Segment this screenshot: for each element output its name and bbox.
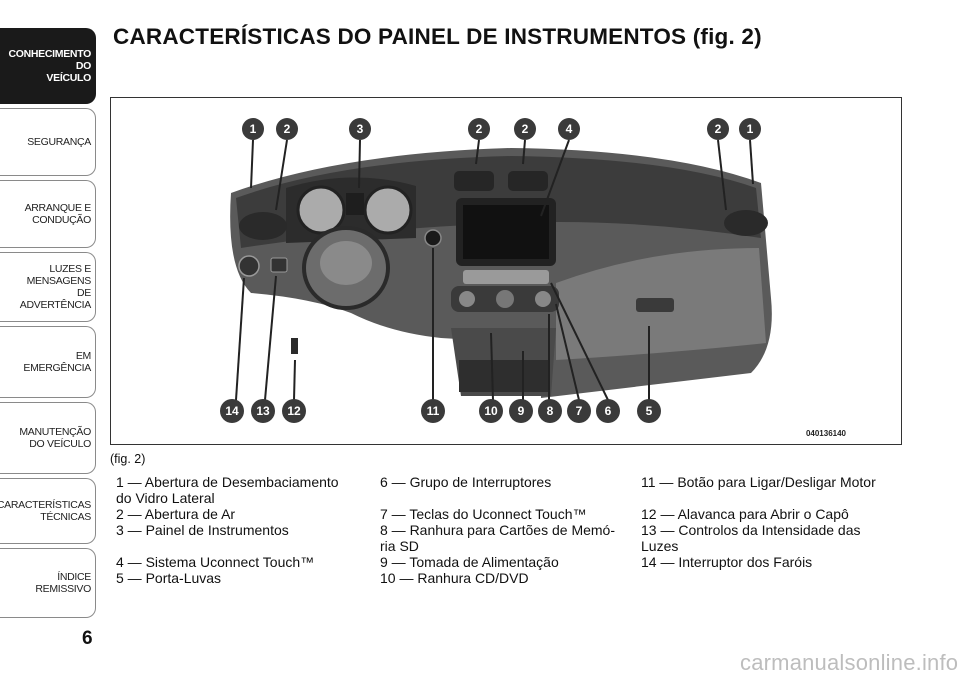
tab-label: CONHECIMENTO DO VEÍCULO [8, 48, 91, 84]
callout-6: 6 [596, 399, 620, 423]
tab-conhecimento-do-veiculo[interactable]: CONHECIMENTO DO VEÍCULO [0, 28, 96, 104]
svg-text:11: 11 [427, 404, 440, 418]
svg-text:1: 1 [747, 122, 754, 136]
legend-item-11: 11 — Botão para Ligar/Desligar Motor [641, 474, 876, 490]
legend-item-13: 13 — Controlos da Intensidade das Luzes [641, 522, 861, 554]
svg-text:3: 3 [357, 122, 364, 136]
tab-luzes-e-mensagens[interactable]: LUZES E MENSAGENS DE ADVERTÊNCIA [0, 252, 96, 322]
svg-text:2: 2 [715, 122, 722, 136]
legend-column-3: 11 — Botão para Ligar/Desligar Motor 12 … [641, 474, 901, 570]
legend-item-12: 12 — Alavanca para Abrir o Capô [641, 506, 849, 522]
svg-text:2: 2 [284, 122, 291, 136]
callout-3: 3 [349, 118, 371, 140]
legend-item-1: 1 — Abertura de Desembaciamento do Vidro… [116, 474, 339, 506]
dashboard-figure: 1 2 3 2 2 4 2 1 14 13 12 11 10 9 8 7 6 5… [110, 97, 902, 445]
callout-5: 5 [637, 399, 661, 423]
figure-code: 040136140 [805, 429, 846, 438]
callout-14: 14 [220, 399, 244, 423]
tab-label: MANUTENÇÃO DO VEÍCULO [19, 426, 91, 450]
callout-2-center-right: 2 [514, 118, 536, 140]
bottom-callouts: 14 13 12 11 10 9 8 7 6 5 [220, 399, 661, 423]
callout-2-right: 2 [707, 118, 729, 140]
figure-caption: (fig. 2) [110, 452, 146, 466]
tab-label: CARACTERÍSTICAS TÉCNICAS [0, 499, 91, 523]
legend-item-10: 10 — Ranhura CD/DVD [380, 570, 529, 586]
climate-knob-left [459, 291, 475, 307]
tab-label: LUZES E MENSAGENS DE ADVERTÊNCIA [19, 263, 92, 311]
start-button [424, 229, 442, 247]
svg-text:5: 5 [646, 404, 653, 418]
callout-4: 4 [558, 118, 580, 140]
dashboard-illustration: 1 2 3 2 2 4 2 1 14 13 12 11 10 9 8 7 6 5 [220, 118, 772, 423]
hood-release [291, 338, 298, 354]
tab-label: EM EMERGÊNCIA [23, 350, 91, 374]
legend-item-2: 2 — Abertura de Ar [116, 506, 236, 522]
glovebox-latch [636, 298, 674, 312]
tab-manutencao-do-veiculo[interactable]: MANUTENÇÃO DO VEÍCULO [0, 402, 96, 474]
svg-text:2: 2 [476, 122, 483, 136]
tab-label: SEGURANÇA [27, 136, 91, 148]
callout-1-right: 1 [739, 118, 761, 140]
chapter-sidebar: CONHECIMENTO DO VEÍCULO SEGURANÇA ARRANQ… [0, 0, 97, 678]
callout-9: 9 [509, 399, 533, 423]
callout-10: 10 [479, 399, 503, 423]
steering-hub [320, 241, 372, 285]
legend-item-3: 3 — Painel de Instrumentos [116, 522, 289, 538]
callout-1-left: 1 [242, 118, 264, 140]
callout-11: 11 [421, 399, 445, 423]
center-vent-right [508, 171, 548, 191]
tachometer-gauge [363, 185, 413, 235]
svg-text:1: 1 [250, 122, 257, 136]
svg-text:9: 9 [518, 404, 525, 418]
legend-column-1: 1 — Abertura de Desembaciamento do Vidro… [116, 474, 374, 586]
speedometer-gauge [296, 185, 346, 235]
svg-text:13: 13 [256, 404, 270, 418]
headlamp-knob [238, 255, 260, 277]
tab-label: ÍNDICE REMISSIVO [35, 571, 91, 595]
legend-item-9: 9 — Tomada de Alimentação [380, 554, 559, 570]
page-number: 6 [82, 628, 93, 649]
dimmer-switch [270, 257, 288, 273]
tab-seguranca[interactable]: SEGURANÇA [0, 108, 96, 176]
legend-item-8: 8 — Ranhura para Cartões de Memó- ria SD [380, 522, 615, 554]
tab-caracteristicas-tecnicas[interactable]: CARACTERÍSTICAS TÉCNICAS [0, 478, 96, 544]
callout-13: 13 [251, 399, 275, 423]
tab-arranque-e-conducao[interactable]: ARRANQUE E CONDUÇÃO [0, 180, 96, 248]
legend-column-2: 6 — Grupo de Interruptores 7 — Teclas do… [380, 474, 638, 586]
svg-text:10: 10 [484, 404, 498, 418]
tab-em-emergencia[interactable]: EM EMERGÊNCIA [0, 326, 96, 398]
legend-item-14: 14 — Interruptor dos Faróis [641, 554, 813, 570]
callout-7: 7 [567, 399, 591, 423]
svg-text:4: 4 [566, 122, 573, 136]
svg-text:8: 8 [547, 404, 554, 418]
leader-lines [235, 139, 754, 401]
section-title: CARACTERÍSTICAS DO PAINEL DE INSTRUMENTO… [113, 24, 762, 49]
touchscreen [463, 205, 549, 259]
legend-item-6: 6 — Grupo de Interruptores [380, 474, 552, 490]
callout-12: 12 [282, 399, 306, 423]
left-vent [239, 212, 287, 240]
watermark: carmanualsonline.info [740, 650, 959, 675]
callout-8: 8 [538, 399, 562, 423]
legend-item-5: 5 — Porta-Luvas [116, 570, 222, 586]
callout-2-center-left: 2 [468, 118, 490, 140]
console-bin [459, 360, 549, 392]
uconnect-keys [463, 270, 549, 284]
center-knob [496, 290, 514, 308]
svg-text:6: 6 [605, 404, 612, 418]
callout-2-left: 2 [276, 118, 298, 140]
tab-indice-remissivo[interactable]: ÍNDICE REMISSIVO [0, 548, 96, 618]
svg-text:2: 2 [522, 122, 529, 136]
climate-knob-right [535, 291, 551, 307]
svg-text:14: 14 [225, 404, 239, 418]
center-vent-left [454, 171, 494, 191]
cluster-display [346, 193, 364, 215]
legend-item-4: 4 — Sistema Uconnect Touch™ [116, 554, 315, 570]
svg-text:12: 12 [287, 404, 301, 418]
top-callouts: 1 2 3 2 2 4 2 1 [242, 118, 761, 140]
right-vent [724, 210, 768, 236]
tab-label: ARRANQUE E CONDUÇÃO [24, 202, 92, 226]
svg-text:7: 7 [576, 404, 583, 418]
legend-item-7: 7 — Teclas do Uconnect Touch™ [380, 506, 587, 522]
